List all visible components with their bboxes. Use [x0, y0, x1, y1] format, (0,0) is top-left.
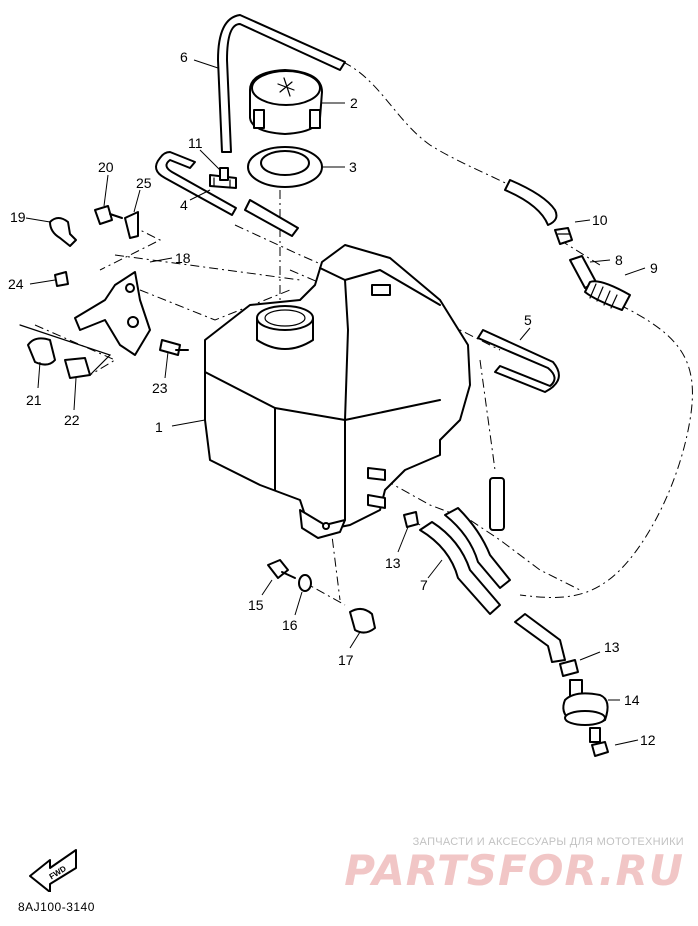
watermark-logo: PARTSFOR.RU	[344, 846, 684, 895]
hose-5	[477, 329, 560, 531]
callout-25: 25	[136, 175, 152, 191]
watermark-tagline: ЗАПЧАСТИ И АКСЕССУАРЫ ДЛЯ МОТОТЕХНИКИ	[412, 836, 684, 848]
tee-joint	[209, 167, 237, 189]
callout-9: 9	[650, 260, 658, 276]
bracket-assembly	[19, 205, 189, 379]
filter-group	[403, 511, 609, 757]
callout-18: 18	[175, 250, 191, 266]
callout-13b: 13	[604, 639, 620, 655]
callouts: 1 2 3 4 5 6 7 8 9 10 11 12 13 13 14 15 1…	[8, 49, 658, 748]
callout-20: 20	[98, 159, 114, 175]
watermark: ЗАПЧАСТИ И АКСЕССУАРЫ ДЛЯ МОТОТЕХНИКИ PA…	[344, 836, 684, 894]
callout-17: 17	[338, 652, 354, 668]
callout-24: 24	[8, 276, 24, 292]
callout-14: 14	[624, 692, 640, 708]
fwd-arrow-icon: FWD	[29, 849, 77, 892]
reservoir-tank	[204, 244, 471, 539]
diagram-code: 8AJ100-3140	[18, 900, 95, 914]
callout-15: 15	[248, 597, 264, 613]
cap-gasket	[247, 146, 323, 188]
hose-4	[155, 151, 299, 237]
reservoir-cap	[249, 69, 323, 135]
hose-group-upper-right	[504, 179, 631, 311]
callout-10: 10	[592, 212, 608, 228]
callout-1: 1	[155, 419, 163, 435]
hose-7	[419, 507, 566, 663]
callout-16: 16	[282, 617, 298, 633]
callout-6: 6	[180, 49, 188, 65]
callout-7: 7	[420, 577, 428, 593]
callout-21: 21	[26, 392, 42, 408]
callout-23: 23	[152, 380, 168, 396]
mounting-hardware-lower	[267, 559, 376, 634]
callout-3: 3	[349, 159, 357, 175]
callout-19: 19	[10, 209, 26, 225]
callout-13a: 13	[385, 555, 401, 571]
callout-4: 4	[180, 197, 188, 213]
callout-8: 8	[615, 252, 623, 268]
overflow-hose-6	[217, 14, 346, 153]
callout-22: 22	[64, 412, 80, 428]
callout-12: 12	[640, 732, 656, 748]
callout-5: 5	[524, 312, 532, 328]
callout-11: 11	[188, 135, 203, 151]
callout-2: 2	[350, 95, 358, 111]
